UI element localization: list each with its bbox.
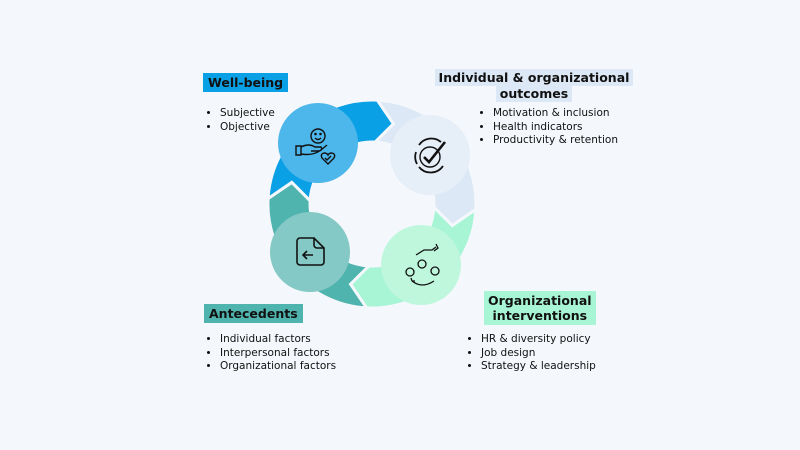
list-item: Productivity & retention xyxy=(493,134,618,148)
interventions-title: Organizational interventions xyxy=(484,291,596,325)
outcomes-title-line1: Individual & organizational xyxy=(434,69,634,86)
antecedents-title: Antecedents xyxy=(204,304,303,323)
wellbeing-title: Well-being xyxy=(203,73,289,92)
interventions-circle xyxy=(381,225,461,305)
outcomes-list: Motivation & inclusion Health indicators… xyxy=(479,107,618,148)
antecedents-list: Individual factors Interpersonal factors… xyxy=(206,333,336,374)
interventions-title-line1: Organizational xyxy=(488,293,592,308)
list-item: Organizational factors xyxy=(220,360,336,374)
list-item: Health indicators xyxy=(493,121,618,135)
list-item: Strategy & leadership xyxy=(481,360,596,374)
list-item: Individual factors xyxy=(220,333,336,347)
cycle-check-icon xyxy=(414,137,447,174)
outcomes-circle xyxy=(390,115,470,195)
antecedents-circle xyxy=(270,212,350,292)
hand-gears-icon xyxy=(405,243,440,286)
document-arrow-icon xyxy=(296,237,325,266)
list-item: Objective xyxy=(220,121,275,135)
interventions-title-line2: interventions xyxy=(492,308,588,323)
wellbeing-list: Subjective Objective xyxy=(206,107,275,134)
outcomes-title-line2: outcomes xyxy=(495,85,573,102)
list-item: Interpersonal factors xyxy=(220,347,336,361)
list-item: Subjective xyxy=(220,107,275,121)
list-item: HR & diversity policy xyxy=(481,333,596,347)
list-item: Job design xyxy=(481,347,596,361)
list-item: Motivation & inclusion xyxy=(493,107,618,121)
interventions-list: HR & diversity policy Job design Strateg… xyxy=(467,333,596,374)
outcomes-title: Individual & organizational outcomes xyxy=(412,69,656,102)
hand-smiley-heart-icon xyxy=(295,128,336,165)
